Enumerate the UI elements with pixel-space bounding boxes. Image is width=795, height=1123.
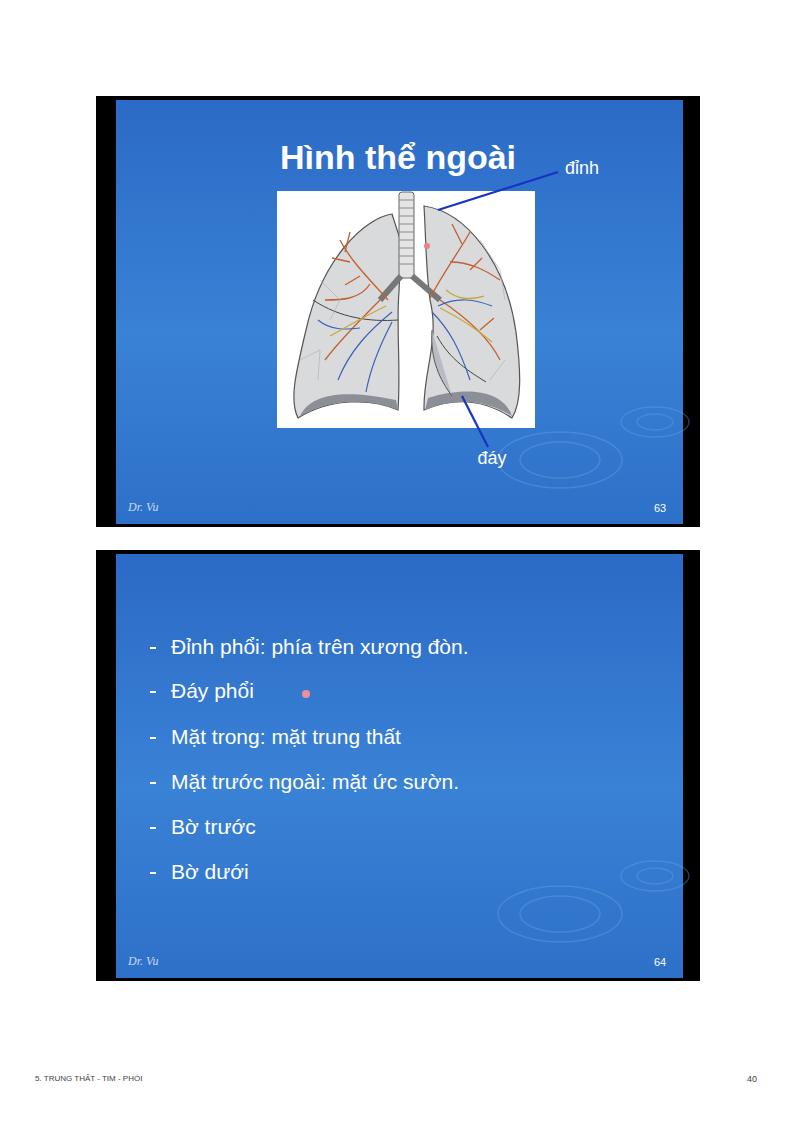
- bullet-text: Đáy phổi: [171, 679, 254, 703]
- leader-line: [438, 172, 558, 210]
- bullet-text: Bờ dưới: [171, 860, 249, 884]
- pointer-dot: [424, 243, 430, 249]
- page-footer: 5. TRUNG THẤT - TIM - PHỔI: [35, 1074, 142, 1083]
- image-panel: [277, 191, 535, 428]
- bullet-text: Bờ trước: [171, 815, 256, 839]
- bullet-text: Mặt trong: mặt trung thất: [171, 725, 401, 749]
- part-label: đáy: [477, 448, 506, 469]
- bullet-text: Mặt trước ngoài: mặt ức sườn.: [171, 770, 459, 794]
- slide-background: [116, 554, 683, 978]
- part-label: đỉnh: [565, 158, 599, 179]
- slide-author: Dr. Vu: [128, 501, 158, 515]
- leader-line: [462, 396, 488, 447]
- slide-author: Dr. Vu: [128, 955, 158, 969]
- slide-number: 64: [654, 956, 666, 969]
- slide-title: Hình thể ngoài: [280, 138, 516, 177]
- slide-number: 63: [654, 502, 666, 515]
- lung-drawing: [294, 192, 520, 418]
- pointer-dot: [302, 690, 310, 698]
- bullet-dashes: [150, 647, 156, 874]
- bullet-text: Đỉnh phổi: phía trên xương đòn.: [171, 635, 469, 659]
- page-number: 40: [747, 1074, 757, 1084]
